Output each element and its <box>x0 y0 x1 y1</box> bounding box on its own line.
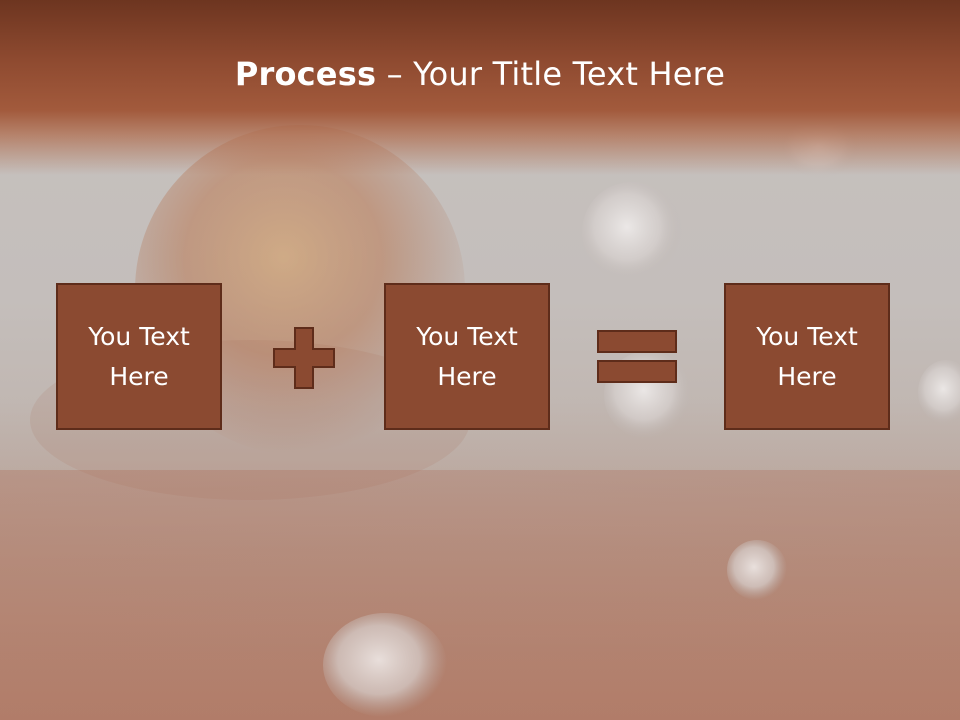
slide-title: Process – Your Title Text Here <box>0 52 960 96</box>
process-box-2[interactable]: You Text Here <box>384 283 550 430</box>
process-box-2-text: You Text Here <box>416 321 518 391</box>
plus-icon <box>273 327 335 389</box>
process-box-1-text: You Text Here <box>88 321 190 391</box>
header-band <box>0 0 960 175</box>
title-rest: – Your Title Text Here <box>376 55 726 93</box>
process-box-3-text: You Text Here <box>756 321 858 391</box>
title-bold: Process <box>234 55 377 93</box>
equals-icon <box>597 330 677 383</box>
process-box-3[interactable]: You Text Here <box>724 283 890 430</box>
process-box-1[interactable]: You Text Here <box>56 283 222 430</box>
